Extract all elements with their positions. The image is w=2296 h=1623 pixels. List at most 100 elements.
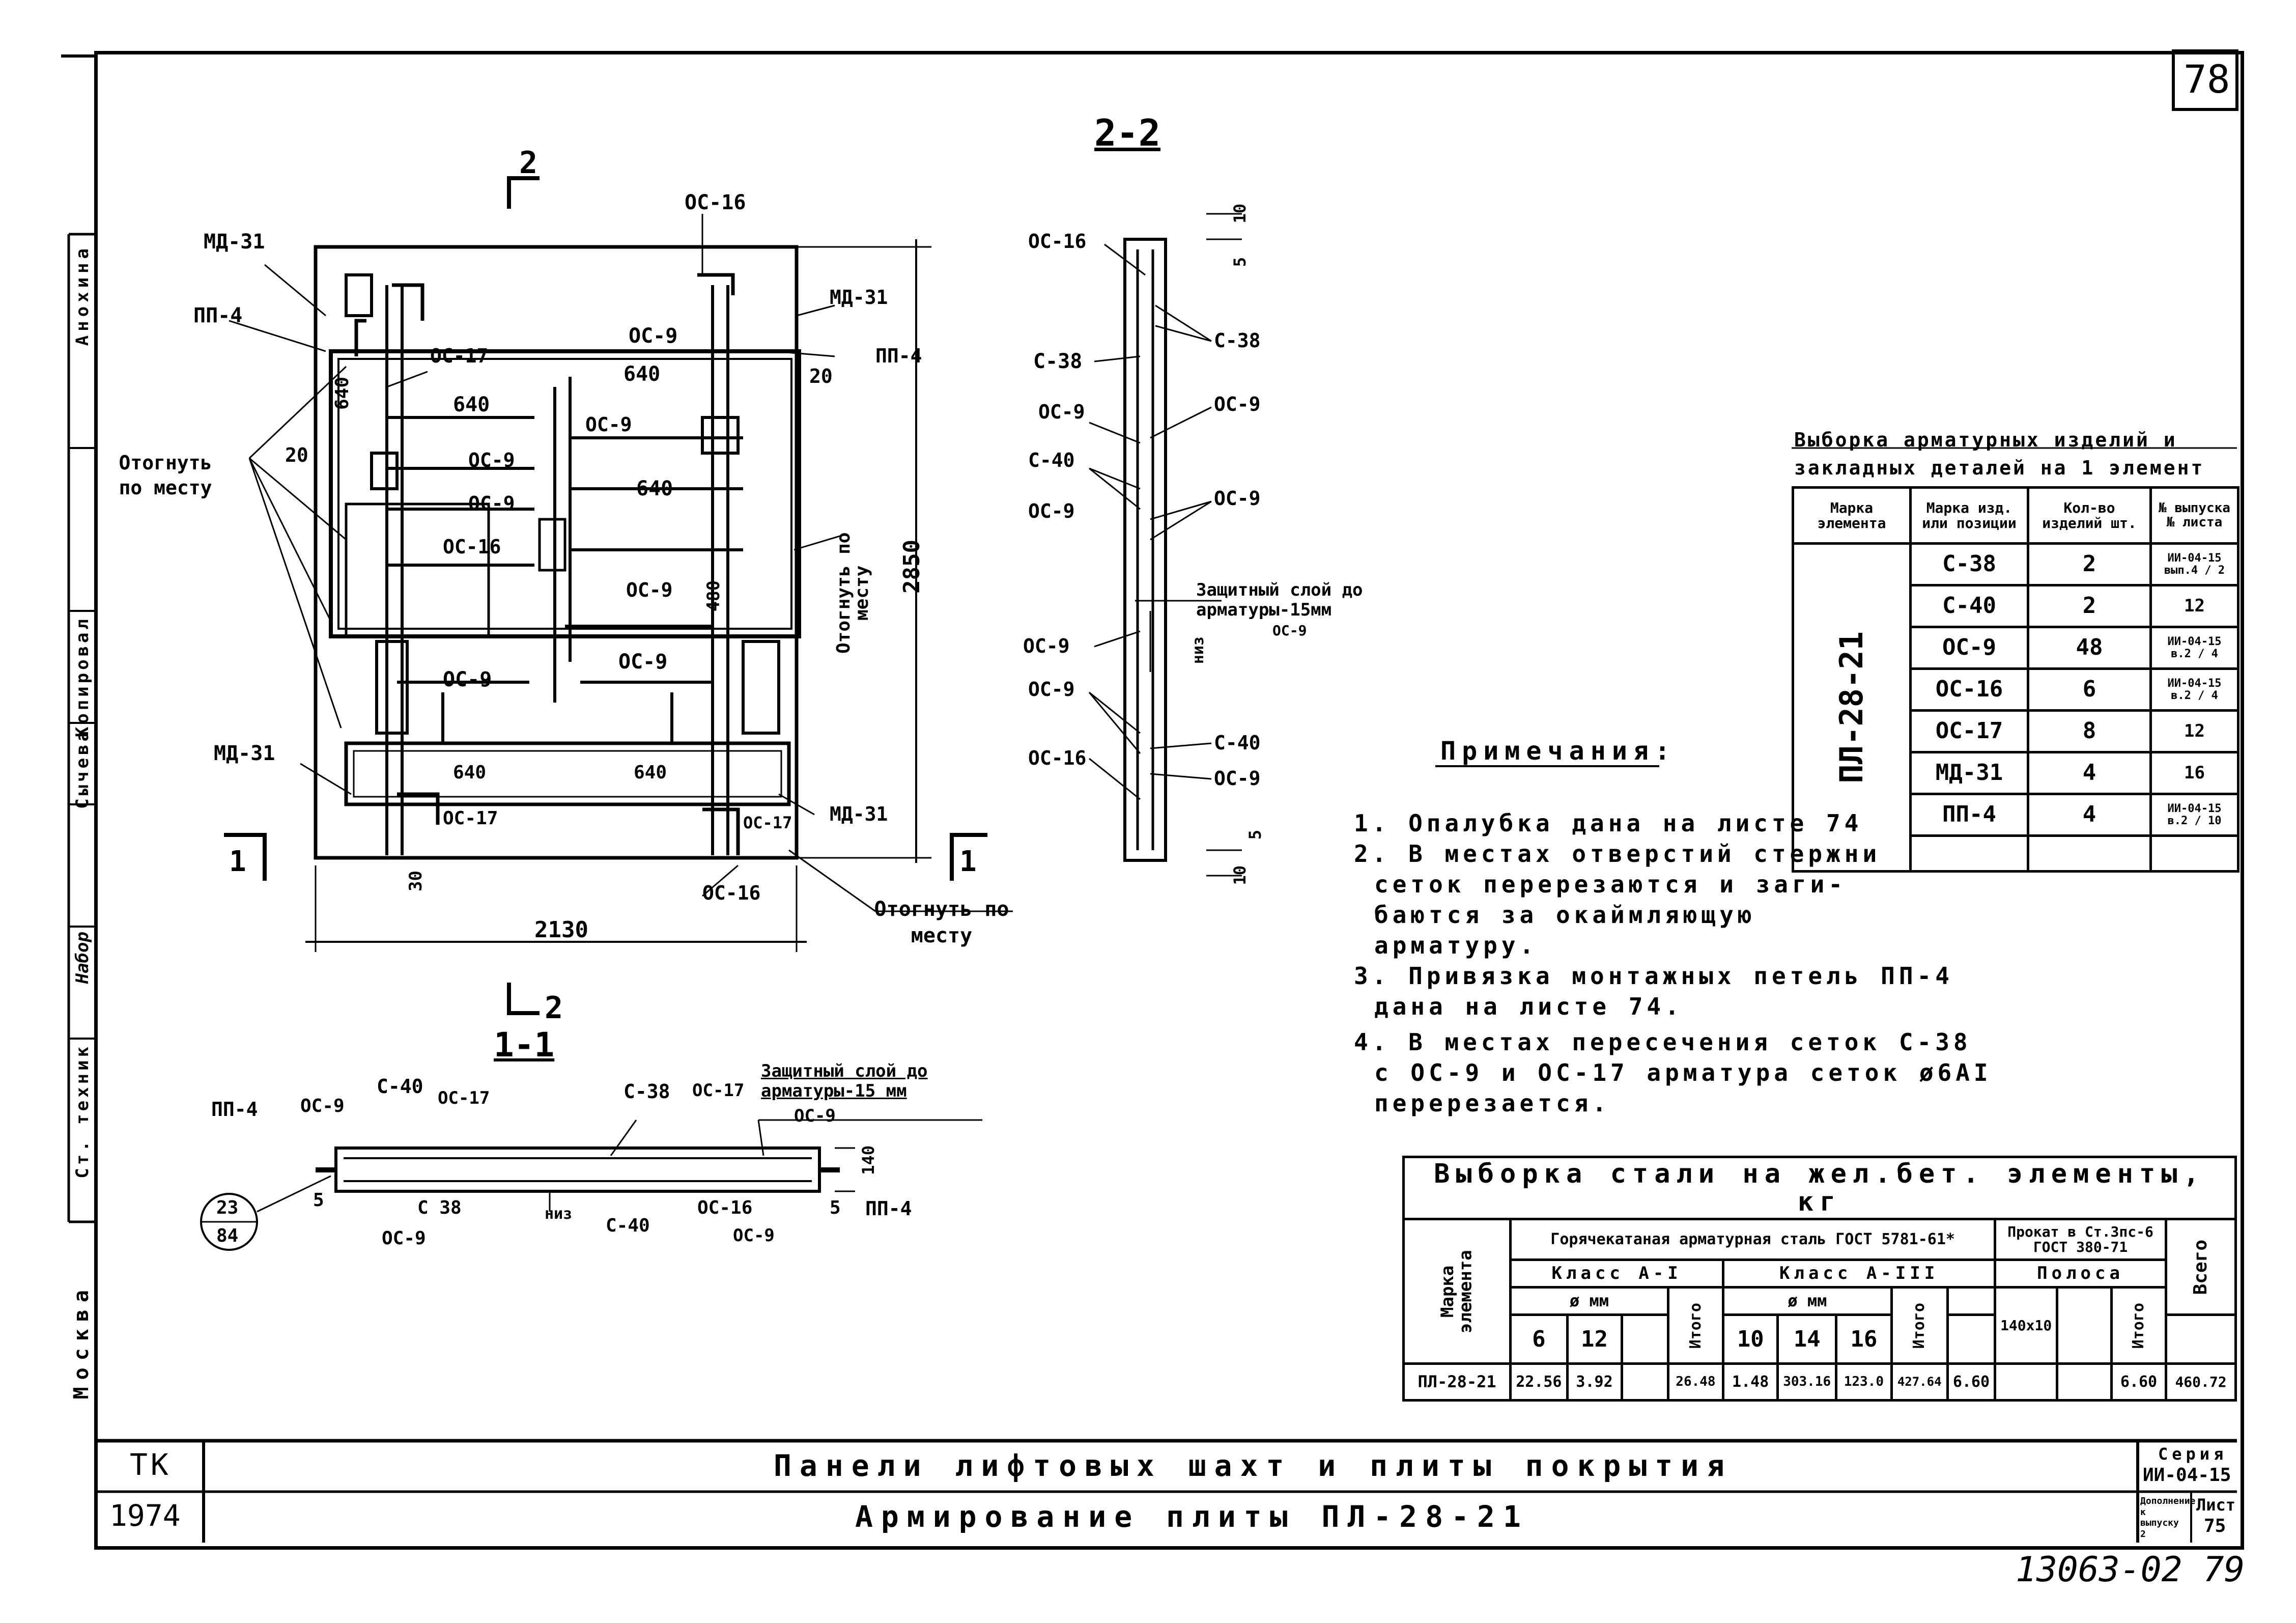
title-block-issue: Дополнение к выпуску 2 — [2140, 1496, 2196, 1540]
plan-label: ОС-17 — [430, 345, 489, 367]
plan-label: ОС-9 — [468, 449, 515, 471]
sec22-label: ОС-9 — [1214, 393, 1261, 415]
sec11-label: ПП-4 — [211, 1098, 258, 1121]
steel-h-total1-cell: Итого — [1666, 1286, 1725, 1365]
bend-note-left: Отогнуть по месту — [119, 452, 212, 499]
steel-empty — [1946, 1286, 1997, 1317]
plan-label: 30 — [406, 871, 426, 891]
rebar-empty — [1909, 834, 2029, 873]
steel-h-strip: Полоса — [1994, 1258, 2168, 1289]
plan-label: 640 — [636, 477, 673, 500]
note-line: сеток перерезаются и заги- — [1374, 871, 1847, 898]
sec11-label: ОС-9 — [382, 1228, 426, 1249]
rebar-table: Марка элемента Марка изд. или позиции Ко… — [1792, 486, 2240, 873]
sec22-dim: 5 — [1230, 257, 1250, 267]
steel-h-class3: Класс А-III — [1722, 1258, 1997, 1289]
note-line: с ОС-9 и ОС-17 арматура сеток ø6АI — [1374, 1059, 1992, 1086]
rebar-sheet: ИИ-04-15 в.2 / 10 — [2149, 793, 2240, 837]
sec11-label: ПП-4 — [865, 1197, 912, 1220]
steel-empty — [2056, 1286, 2113, 1365]
rebar-qty: 4 — [2027, 793, 2152, 837]
sec22-label: ОС-16 — [1028, 747, 1087, 769]
steel-h-class1: Класс А-I — [1509, 1258, 1725, 1289]
rebar-h-item: Марка изд. или позиции — [1909, 486, 2029, 545]
steel-empty — [1994, 1362, 2059, 1402]
side-stamp-name4: Анохина — [72, 244, 93, 346]
sec11-label: С 38 — [417, 1197, 462, 1218]
plan-label: ОС-9 — [468, 492, 515, 515]
steel-val: 6.60 — [1946, 1362, 1997, 1402]
plan-label: ОС-17 — [443, 808, 498, 829]
sec22-dim: 10 — [1230, 865, 1250, 885]
rebar-item: ОС-9 — [1909, 626, 2029, 670]
rebar-item: С-38 — [1909, 542, 2029, 586]
sec11-label: ОС-9 — [794, 1106, 836, 1126]
sec22-label: ОС-9 — [1028, 500, 1075, 522]
cut-1-left: 1 — [229, 845, 246, 878]
steel-h-total3-cell: Итого — [2110, 1286, 2168, 1365]
side-stamp-role3: Копировал — [72, 616, 93, 738]
note-line: арматуру. — [1374, 932, 1538, 959]
rebar-table-title-2: закладных деталей на 1 элемент — [1794, 457, 2205, 479]
cut-2-top: 2 — [519, 145, 538, 181]
steel-val: 460.72 — [2165, 1362, 2237, 1402]
sec22-cover-sub: ОС-9 — [1272, 622, 1307, 639]
stamp-number: 13063-02 79 — [2016, 1550, 2245, 1590]
steel-empty — [1946, 1313, 1997, 1365]
sec11-cover-note: Защитный слой до арматуры-15 мм — [761, 1061, 928, 1102]
steel-val: 123.0 — [1835, 1362, 1893, 1402]
steel-diam: 14 — [1776, 1313, 1838, 1365]
steel-empty — [1620, 1313, 1669, 1365]
sec22-label: ОС-9 — [1028, 678, 1075, 701]
steel-diam: 16 — [1835, 1313, 1893, 1365]
rebar-item: ОС-16 — [1909, 667, 2029, 712]
sec22-dim: 5 — [1245, 830, 1265, 840]
rebar-h-qty: Кол-во изделий шт. — [2027, 486, 2152, 545]
rebar-sheet: 12 — [2149, 584, 2240, 628]
note-line: 4. В местах пересечения сеток С-38 — [1354, 1028, 1972, 1056]
plan-label: ОС-16 — [443, 536, 501, 558]
section-2-2-title: 2-2 — [1094, 111, 1161, 154]
steel-h-all-cell: Всего — [2165, 1218, 2237, 1317]
sec22-label: ОС-9 — [1023, 635, 1070, 657]
sec11-dim: 5 — [313, 1190, 324, 1211]
note-line: 1. Опалубка дана на листе 74 — [1354, 809, 1863, 837]
sec11-label: ОС-17 — [692, 1080, 745, 1101]
title-block-title2: Армирование плиты ПЛ-28-21 — [855, 1499, 1529, 1534]
bend-note-right: Отогнуть по месту — [833, 532, 872, 654]
title-block-org: ТК — [130, 1447, 172, 1482]
sec11-label: ОС-9 — [733, 1225, 775, 1246]
sec11-label: С-40 — [606, 1215, 650, 1236]
steel-empty — [2165, 1313, 2237, 1365]
rebar-qty: 6 — [2027, 667, 2152, 712]
rebar-qty: 4 — [2027, 751, 2152, 795]
plan-label: ОС-16 — [685, 191, 746, 214]
rebar-qty: 2 — [2027, 542, 2152, 586]
rebar-h-sheet: № выпуска № листа — [2149, 486, 2240, 545]
steel-h-total3: Итого — [2130, 1302, 2148, 1349]
rebar-sheet: ИИ-04-15 в.2 / 4 — [2149, 667, 2240, 712]
plan-label: 640 — [623, 362, 661, 386]
sec22-niz: низ — [1189, 636, 1207, 664]
rebar-empty — [2027, 834, 2152, 873]
title-block-series-label: Серия — [2158, 1444, 2228, 1464]
plan-label: 480 — [703, 580, 724, 612]
steel-row-mark: ПЛ-28-21 — [1402, 1362, 1512, 1402]
steel-h-total2-cell: Итого — [1890, 1286, 1949, 1365]
steel-h-mark-cell: Марка элемента — [1402, 1218, 1512, 1365]
side-stamp-position: Ст. техник — [72, 1044, 93, 1179]
title-block-title1: Панели лифтовых шахт и плиты покрытия — [774, 1448, 1733, 1483]
steel-table: Выборка стали на жел.бет. элементы, кг М… — [1402, 1155, 2237, 1402]
sec22-label: ОС-9 — [1214, 487, 1261, 510]
dim-2130: 2130 — [534, 917, 588, 943]
steel-h-rolled: Прокат в Ст.3пс-6 ГОСТ 380-71 — [1994, 1218, 2168, 1262]
steel-diam: 10 — [1722, 1313, 1779, 1365]
plan-label: МД-31 — [204, 230, 265, 254]
steel-val: 427.64 — [1890, 1362, 1949, 1402]
plan-label: ОС-9 — [626, 579, 673, 601]
steel-val: 6.60 — [2110, 1362, 2168, 1402]
steel-val: 26.48 — [1666, 1362, 1725, 1402]
rebar-sheet: ИИ-04-15 в.2 / 4 — [2149, 626, 2240, 670]
